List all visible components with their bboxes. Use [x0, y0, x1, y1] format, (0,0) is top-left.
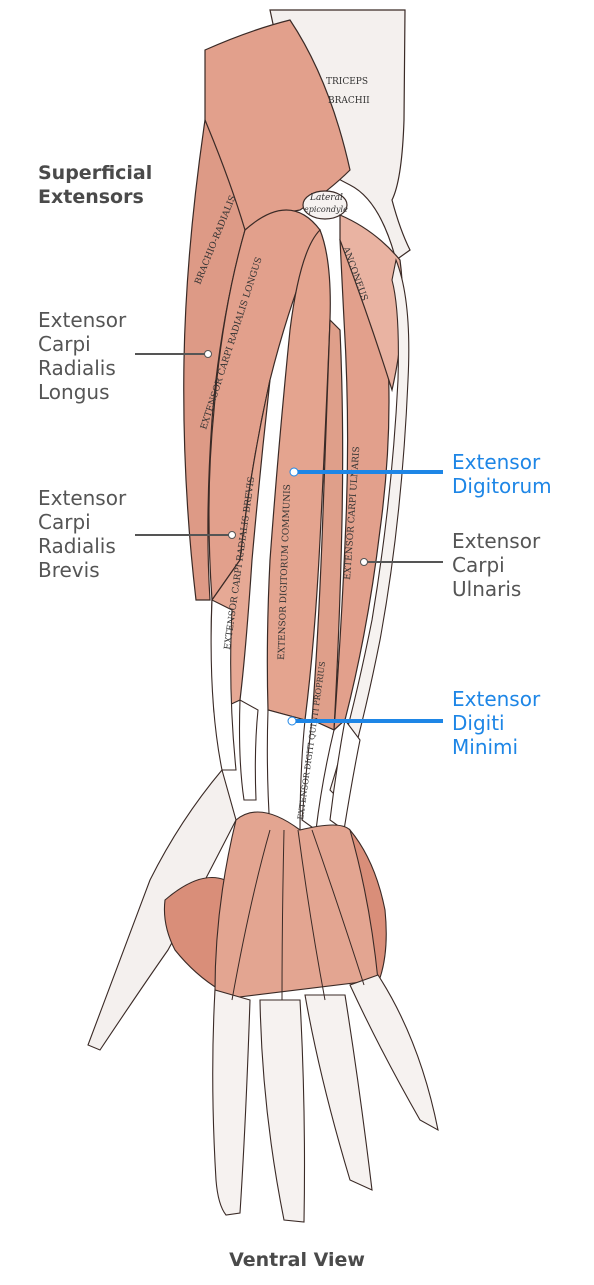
label-extensor-digiti-minimi: Extensor Digiti Minimi [452, 687, 541, 759]
lateral-epicondyle [302, 190, 348, 220]
triceps-text: TRICEPS [326, 77, 368, 87]
fingers [212, 974, 439, 1223]
diagram-heading: Superficial Extensors [38, 162, 153, 208]
ecu-leader-dot [360, 558, 368, 566]
label-extensor-carpi-radialis-brevis: Extensor Carpi Radialis Brevis [38, 486, 127, 582]
palm [214, 811, 379, 1001]
brachii-text: BRACHII [328, 96, 370, 106]
finger-tendons [231, 829, 365, 1001]
ecrb-leader-dot [228, 531, 236, 539]
lateral-text: Lateral [309, 193, 343, 203]
ed-leader-dot [289, 467, 299, 477]
label-extensor-carpi-radialis-longus: Extensor Carpi Radialis Longus [38, 308, 127, 404]
epicondyle-text: epicondyle [304, 205, 348, 214]
label-extensor-carpi-ulnaris: Extensor Carpi Ulnaris [452, 529, 541, 601]
wrist-tendons [210, 599, 361, 831]
edm-leader-dot [287, 716, 297, 726]
ecrl-leader-dot [204, 350, 212, 358]
view-caption: Ventral View [229, 1249, 365, 1271]
label-extensor-digitorum: Extensor Digitorum [452, 450, 552, 498]
leader-lines [135, 350, 443, 726]
